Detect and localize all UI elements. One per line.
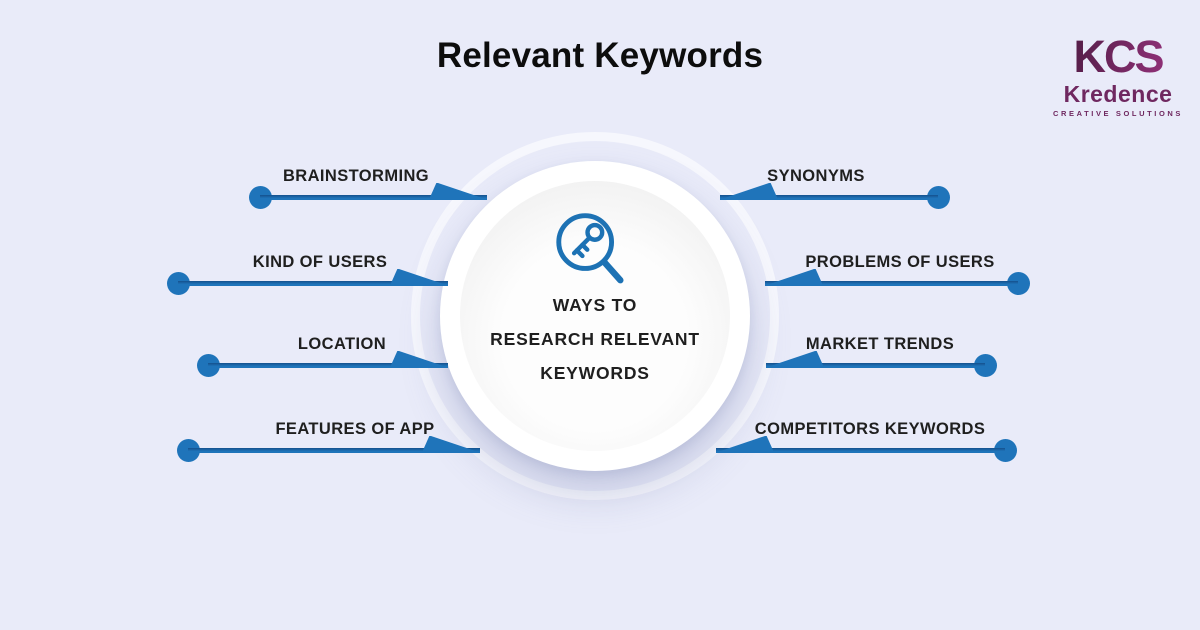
branch-line bbox=[716, 447, 1005, 453]
center-title-line-3: KEYWORDS bbox=[540, 363, 650, 383]
branch-label: MARKET TRENDS bbox=[805, 335, 955, 353]
branch-line bbox=[720, 194, 938, 200]
branch-line bbox=[766, 362, 985, 368]
branch-label: BRAINSTORMING bbox=[282, 167, 430, 185]
branch-dot bbox=[926, 185, 950, 209]
center-title: WAYS TO RESEARCH RELEVANT KEYWORDS bbox=[445, 288, 745, 390]
branch-dot bbox=[196, 353, 220, 377]
branch-label: PROBLEMS OF USERS bbox=[805, 253, 995, 271]
brand-acronym: KCS bbox=[1052, 34, 1184, 79]
branch-label: KIND OF USERS bbox=[252, 253, 388, 271]
branch-dot bbox=[176, 438, 200, 462]
page-title: Relevant Keywords bbox=[436, 36, 764, 75]
branch-label: SYNONYMS bbox=[767, 167, 865, 185]
branch-dot bbox=[166, 271, 190, 295]
branch-dot bbox=[1006, 271, 1030, 295]
branch-line bbox=[178, 280, 448, 286]
key-magnifier-icon bbox=[556, 213, 624, 284]
branch-line bbox=[188, 447, 480, 453]
branch-dot bbox=[248, 185, 272, 209]
branch-dot bbox=[993, 438, 1017, 462]
center-title-line-2: RESEARCH RELEVANT bbox=[490, 329, 700, 349]
center-title-line-1: WAYS TO bbox=[552, 295, 638, 315]
branch-line bbox=[208, 362, 448, 368]
branch-label: COMPETITORS KEYWORDS bbox=[754, 420, 986, 438]
brand-logo: KCS Kredence CREATIVE SOLUTIONS bbox=[1052, 34, 1184, 118]
brand-name: Kredence bbox=[1063, 81, 1173, 107]
branch-dot bbox=[973, 353, 997, 377]
brand-tagline: CREATIVE SOLUTIONS bbox=[1053, 109, 1183, 118]
center-halo-ring bbox=[411, 132, 779, 500]
branch-line bbox=[765, 280, 1018, 286]
branch-label: LOCATION bbox=[297, 335, 387, 353]
branch-label: FEATURES OF APP bbox=[275, 420, 435, 438]
